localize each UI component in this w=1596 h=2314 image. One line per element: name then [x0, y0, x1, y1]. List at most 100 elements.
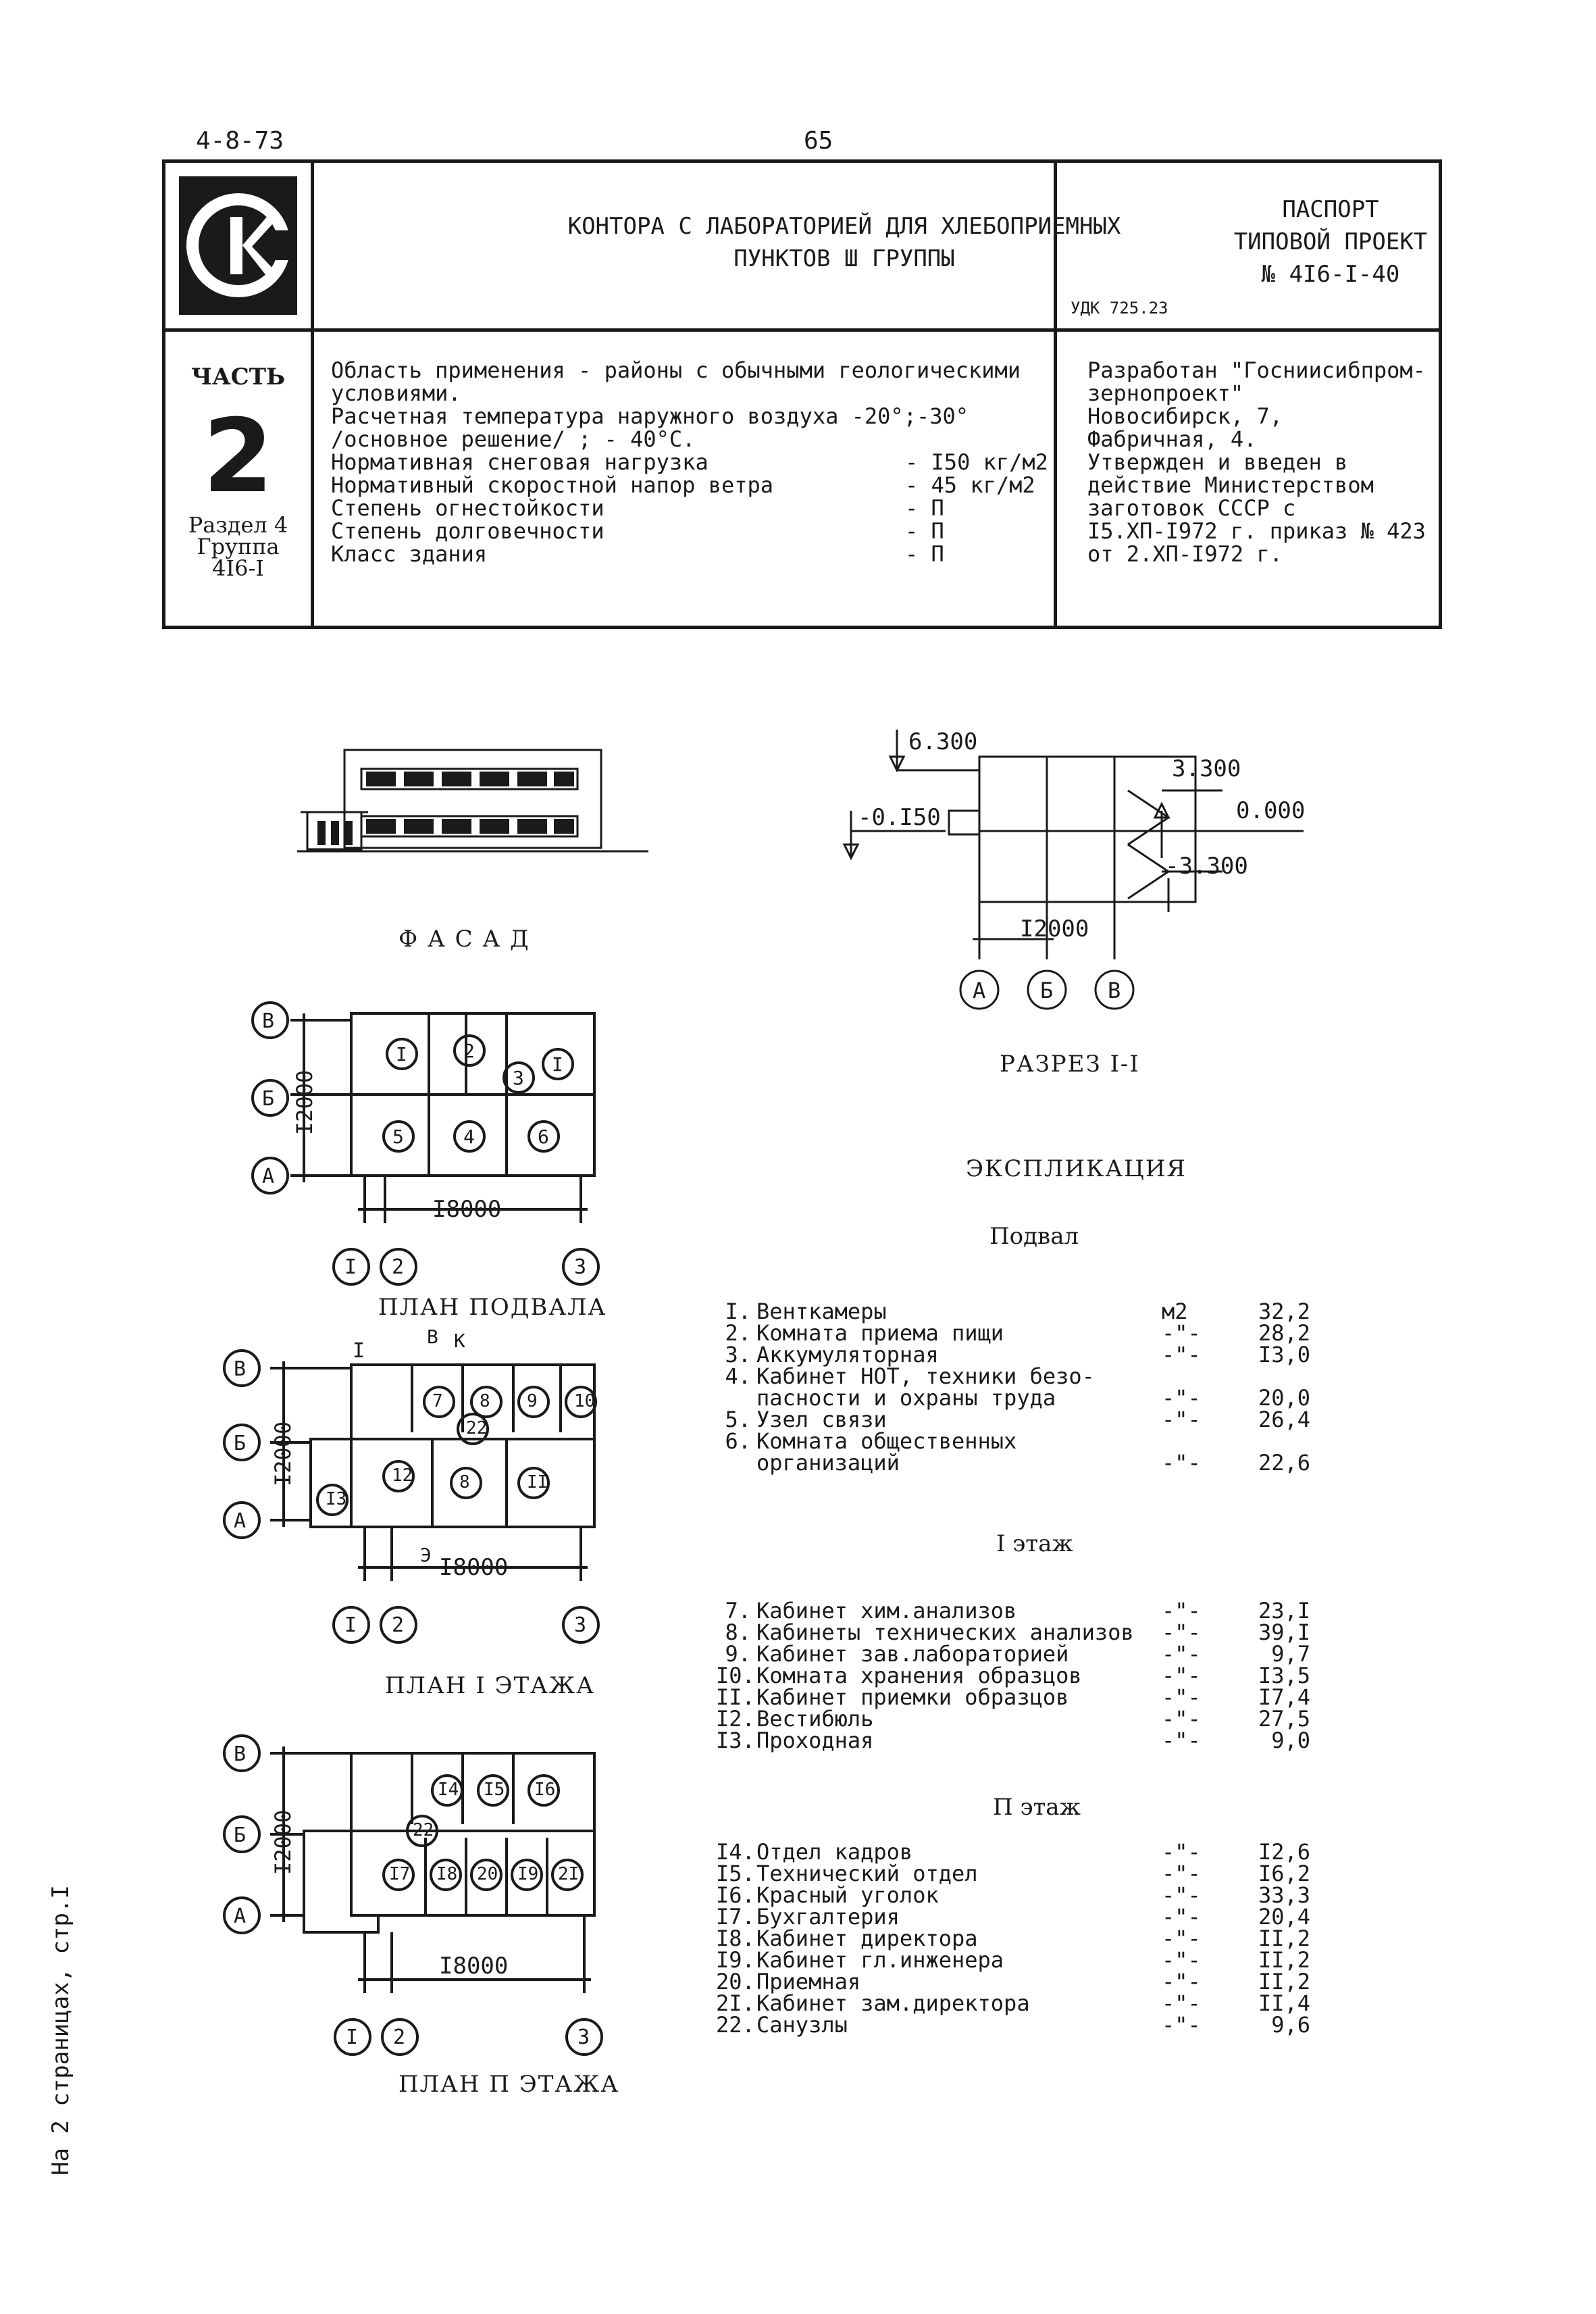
passport-line-2: ТИПОВОЙ ПРОЕКТ — [1233, 228, 1428, 255]
floor1-heading: I этаж — [996, 1530, 1073, 1557]
floor1-axis-3: 3 — [574, 1613, 587, 1637]
explication-row: 20.Приемная-"-II,2 — [716, 1969, 1310, 1994]
basement-axis-a: А — [262, 1165, 275, 1188]
basement-axis-2: 2 — [392, 1255, 405, 1279]
title-line-1: КОНТОРА С ЛАБОРАТОРИЕЙ ДЛЯ ХЛЕБОПРИЕМНЫХ — [567, 213, 1121, 240]
group-label: Группа — [197, 534, 280, 559]
section-group: Раздел 4 Группа 4I6-I — [165, 514, 311, 579]
floor1-dim-height: I2000 — [270, 1421, 296, 1486]
floor1-axis-b: Б — [234, 1432, 247, 1455]
floor1-room-number: 9 — [527, 1391, 538, 1411]
param-row: Нормативная снеговая нагрузка- I50 кг/м2 — [331, 449, 1048, 475]
facade-label: Ф А С А Д — [398, 926, 530, 953]
explication-row: I0.Комната хранения образцов-"-I3,5 — [716, 1663, 1310, 1688]
explication-row: 8.Кабинеты технических анализов-"-39,I — [725, 1619, 1310, 1645]
udk-code: УДК 725.23 — [1071, 299, 1168, 318]
section-axis-b: Б — [1040, 978, 1054, 1003]
explication-row: I3.Проходная-"-9,0 — [716, 1728, 1310, 1753]
floor2-room-number: I8 — [436, 1864, 458, 1884]
floor2-room-number: I4 — [438, 1780, 459, 1800]
floor2-axis-2: 2 — [393, 2026, 406, 2049]
developer-info: Разработан "Госниисибпром- зернопроект" … — [1087, 357, 1426, 567]
basement-room-number: 6 — [538, 1126, 549, 1148]
basement-axis-v: В — [262, 1009, 275, 1033]
section-axis-v: В — [1108, 978, 1121, 1003]
explication-row: I5.Технический отдел-"-I6,2 — [716, 1861, 1310, 1886]
basement-plan — [236, 980, 615, 1307]
section-axis-a: А — [973, 978, 986, 1003]
explication-row: I8.Кабинет директора-"-II,2 — [716, 1926, 1310, 1951]
part-label: ЧАСТЬ — [190, 363, 286, 391]
floor1-axis-1: I — [344, 1613, 357, 1637]
explication-row: I2.Вестибюль-"-27,5 — [716, 1706, 1310, 1732]
project-title: КОНТОРА С ЛАБОРАТОРИЕЙ ДЛЯ ХЛЕБОПРИЕМНЫХ… — [476, 210, 1212, 275]
basement-dim-height: I2000 — [292, 1070, 317, 1135]
explication-row: 2I.Кабинет зам.директора-"-II,4 — [716, 1990, 1310, 2016]
floor1-explication: 7.Кабинет хим.анализов-"-23,I 8.Кабинеты… — [716, 1600, 1351, 1751]
floor1-room-number: 12 — [392, 1465, 413, 1486]
explication-row: I9.Кабинет гл.инженера-"-II,2 — [716, 1947, 1310, 1973]
explication-row: организаций-"-22,6 — [756, 1450, 1310, 1476]
floor2-axis-a: А — [234, 1905, 247, 1928]
floor2-plan — [203, 1723, 621, 2063]
basement-room-number: 3 — [513, 1067, 524, 1089]
floor1-plan — [203, 1324, 621, 1665]
floor1-axis-a: А — [234, 1509, 247, 1533]
passport-line-1: ПАСПОРТ — [1282, 196, 1379, 223]
title-line-2: ПУНКТОВ Ш ГРУППЫ — [733, 245, 955, 272]
section-label: РАЗРЕЗ I-I — [1000, 1051, 1140, 1078]
basement-room-number: 5 — [392, 1126, 404, 1148]
floor1-entry-k: К — [454, 1330, 465, 1352]
temp-line-1: Расчетная температура наружного воздуха … — [331, 403, 969, 429]
explication-row: пасности и охраны труда-"-20,0 — [756, 1385, 1310, 1411]
elevation-3300: 3.300 — [1172, 755, 1241, 782]
floor1-room-number: 10 — [574, 1391, 596, 1411]
passport-block: ПАСПОРТ ТИПОВОЙ ПРОЕКТ № 4I6-I-40 — [1219, 193, 1442, 291]
basement-dim-width: I8000 — [432, 1196, 502, 1223]
design-parameters: Область применения - районы с обычными г… — [331, 359, 1060, 565]
floor1-dim-width: I8000 — [439, 1554, 509, 1581]
basement-heading: Подвал — [989, 1223, 1079, 1250]
floor1-entry-v: В — [427, 1326, 438, 1348]
floor2-heading: П этаж — [993, 1794, 1081, 1821]
floor1-cut-mark: I — [353, 1339, 365, 1363]
floor2-room-number: I5 — [484, 1780, 505, 1800]
explication-row: 2.Комната приема пищи-"-28,2 — [725, 1320, 1310, 1346]
explication-row: 7.Кабинет хим.анализов-"-23,I — [725, 1598, 1310, 1624]
explication-row: I4.Отдел кадров-"-I2,6 — [716, 1839, 1310, 1865]
temp-line-2: /основное решение/ ; - 40°С. — [331, 426, 696, 452]
section-drawing — [831, 716, 1317, 1023]
floor2-room-number: 2I — [558, 1864, 580, 1884]
floor2-dim-height: I2000 — [270, 1809, 296, 1875]
param-row: Степень огнестойкости- П — [331, 495, 944, 521]
document-code: 4-8-73 — [196, 127, 284, 155]
passport-line-3: № 4I6-I-40 — [1261, 261, 1400, 288]
elevation-6300: 6.300 — [908, 728, 978, 755]
floor2-axis-1: I — [346, 2026, 359, 2049]
facade-drawing — [284, 736, 662, 874]
param-row: Нормативный скоростной напор ветра- 45 к… — [331, 472, 1035, 498]
page-number: 65 — [804, 127, 833, 155]
application-line-2: условиями. — [331, 380, 461, 406]
elevation-minus-0150: -0.I50 — [858, 804, 941, 831]
explication-row: 5.Узел связи-"-26,4 — [725, 1407, 1310, 1432]
explication-row: 22.Санузлы-"-9,6 — [716, 2012, 1310, 2038]
explication-row: 3.Аккумуляторная-"-I3,0 — [725, 1342, 1310, 1367]
floor1-room-number: 8 — [459, 1472, 470, 1492]
floor1-room-number: 7 — [432, 1391, 443, 1411]
explication-title: ЭКСПЛИКАЦИЯ — [966, 1155, 1187, 1182]
application-line-1: Область применения - районы с обычными г… — [331, 357, 1021, 383]
floor2-room-number: I9 — [517, 1864, 539, 1884]
floor2-axis-b: Б — [234, 1823, 247, 1847]
floor2-room-number: 20 — [477, 1864, 498, 1884]
part-number: 2 — [203, 398, 274, 515]
floor1-plan-label: ПЛАН I ЭТАЖА — [385, 1672, 595, 1699]
floor2-dim-width: I8000 — [439, 1953, 509, 1980]
basement-room-number: 4 — [463, 1126, 475, 1148]
param-row: Степень долговечности- П — [331, 518, 944, 544]
basement-room-number: 2 — [463, 1040, 475, 1062]
elevation-0000: 0.000 — [1236, 797, 1306, 824]
basement-axis-1: I — [344, 1255, 357, 1279]
